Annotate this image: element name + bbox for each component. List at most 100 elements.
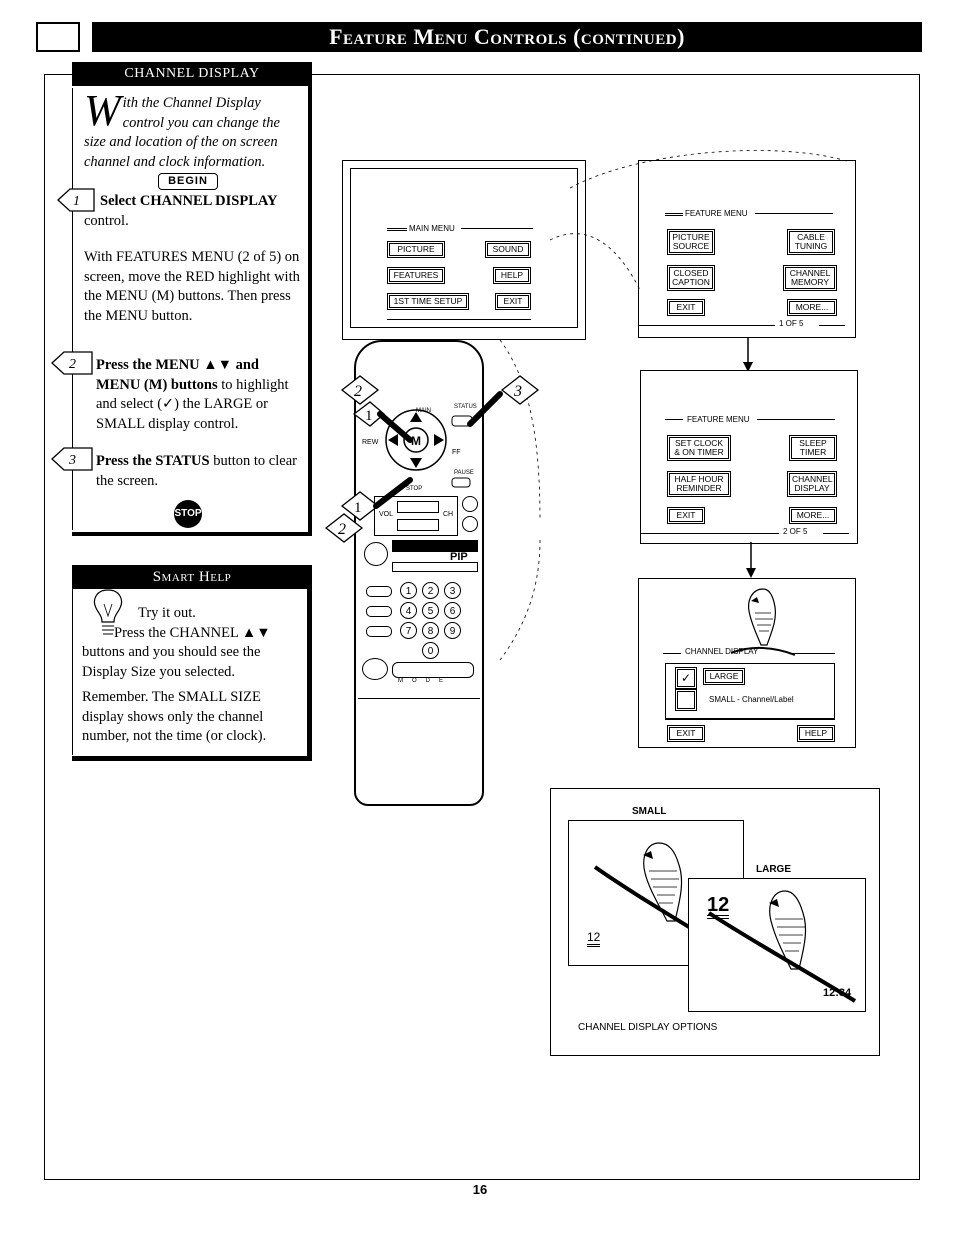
remote-number-9[interactable]: 9 xyxy=(444,622,461,639)
callout-3: 3 xyxy=(500,375,540,405)
menu-item-exit[interactable]: EXIT xyxy=(495,293,531,310)
svg-text:1: 1 xyxy=(354,500,362,516)
connector-lines xyxy=(499,150,851,661)
step-2-arrow-icon: 2 xyxy=(51,351,93,375)
fm1-more[interactable]: MORE... xyxy=(787,299,837,316)
channel-display-panel xyxy=(72,62,312,536)
ch-down-button[interactable] xyxy=(462,516,478,532)
fm2-half-hour-reminder[interactable]: HALF HOUR REMINDER xyxy=(667,471,731,497)
large-time: 12:34 xyxy=(823,987,852,999)
remote-number-8[interactable]: 8 xyxy=(422,622,439,639)
fm2-set-clock[interactable]: SET CLOCK & ON TIMER xyxy=(667,435,731,461)
sleep-button[interactable] xyxy=(366,626,392,637)
large-channel-number: 12 xyxy=(707,895,730,919)
page-title: Feature Menu Controls (continued) xyxy=(92,22,922,52)
arrow-down-icon xyxy=(743,338,753,372)
tv-screen-channel-display-menu: CHANNEL DISPLAY ✓ LARGE SMALL - Channel/… xyxy=(638,578,856,748)
fm1-closed-caption[interactable]: CLOSED CAPTION xyxy=(667,265,715,291)
remote-number-4[interactable]: 4 xyxy=(400,602,417,619)
smart-help-title: Smart Help xyxy=(72,565,312,589)
remote-number-0[interactable]: 0 xyxy=(422,642,439,659)
svg-text:2: 2 xyxy=(354,383,362,400)
page-frame xyxy=(44,74,920,1180)
small-checkbox[interactable] xyxy=(675,689,697,711)
step-3-arrow-icon: 3 xyxy=(51,447,93,471)
remote-number-6[interactable]: 6 xyxy=(444,602,461,619)
cdm-exit[interactable]: EXIT xyxy=(667,725,705,742)
step-1: 1 Select CHANNEL DISPLAY control. xyxy=(57,188,302,231)
tv-screen-main-menu: MAIN MENU PICTURE SOUND FEATURES HELP 1S… xyxy=(350,168,578,328)
step-1-number: 1 xyxy=(73,194,80,209)
step-2-bold: Press the MENU ▲▼ and MENU (M) buttons xyxy=(96,357,259,393)
onoff-button[interactable] xyxy=(397,519,439,531)
menu-item-help[interactable]: HELP xyxy=(493,267,531,284)
arrow-down-icon-2 xyxy=(746,542,756,578)
remote-number-3[interactable]: 3 xyxy=(444,582,461,599)
tvvcr-button[interactable] xyxy=(366,606,392,617)
lightbulb-icon xyxy=(93,589,123,635)
pause-label: PAUSE xyxy=(454,470,474,476)
fm2-sleep-timer[interactable]: SLEEP TIMER xyxy=(789,435,837,461)
pip-bar xyxy=(392,540,478,552)
menu-item-picture[interactable]: PICTURE xyxy=(387,241,445,258)
vol-ch-block: VOL CH xyxy=(374,496,458,536)
small-option[interactable]: SMALL - Channel/Label xyxy=(709,695,794,704)
begin-badge: BEGIN xyxy=(158,173,218,190)
status-label: STATUS xyxy=(454,404,477,410)
channel-display-menu-title: CHANNEL DISPLAY xyxy=(685,647,759,656)
display-button[interactable] xyxy=(364,542,388,566)
remote-number-7[interactable]: 7 xyxy=(400,622,417,639)
menu-item-sound[interactable]: SOUND xyxy=(485,241,531,258)
remote-number-1[interactable]: 1 xyxy=(400,582,417,599)
fm2-channel-display[interactable]: CHANNEL DISPLAY xyxy=(787,471,837,497)
callout-1-bottom: 1 xyxy=(340,491,380,521)
remote-dpad: M REW FF MAIN STATUS PAUSE STOP xyxy=(362,404,477,492)
page-number: 16 xyxy=(472,1182,488,1197)
rew-label: REW xyxy=(362,439,379,446)
power-button[interactable] xyxy=(362,658,388,680)
remote-callouts: 2 1 3 1 2 xyxy=(324,375,540,543)
step-1-arrow-icon: 1 xyxy=(57,188,95,212)
smart-help-line-2: Press the CHANNEL ▲▼ buttons and you sho… xyxy=(82,624,271,680)
remote-number-5[interactable]: 5 xyxy=(422,602,439,619)
cdm-help[interactable]: HELP xyxy=(797,725,835,742)
step-1-rest: control. xyxy=(84,212,129,229)
fm1-cable-tuning[interactable]: CABLE TUNING xyxy=(787,229,835,255)
stop-icon: STOP xyxy=(174,500,202,528)
fm2-exit[interactable]: EXIT xyxy=(667,507,705,524)
mode-buttons[interactable] xyxy=(392,662,474,678)
svg-text:2: 2 xyxy=(338,521,346,538)
fm1-picture-source[interactable]: PICTURE SOURCE xyxy=(667,229,715,255)
timer-button[interactable] xyxy=(366,586,392,597)
info-button[interactable] xyxy=(397,501,439,513)
fm1-exit[interactable]: EXIT xyxy=(667,299,705,316)
remote-number-2[interactable]: 2 xyxy=(422,582,439,599)
tv-screen-feature-menu-2: FEATURE MENU SET CLOCK & ON TIMER SLEEP … xyxy=(640,370,858,544)
stop-label: STOP xyxy=(406,486,422,492)
fm1-channel-memory[interactable]: CHANNEL MEMORY xyxy=(783,265,837,291)
remote-divider xyxy=(358,698,480,699)
main-menu-title: MAIN MENU xyxy=(409,224,455,233)
intro-body: ith the Channel Display control you can … xyxy=(84,95,280,170)
menu-item-features[interactable]: FEATURES xyxy=(387,267,445,284)
smart-help-text: Try it out. Press the CHANNEL ▲▼ buttons… xyxy=(82,604,302,747)
feature-menu-1-title: FEATURE MENU xyxy=(685,209,748,218)
menu-item-first-time-setup[interactable]: 1ST TIME SETUP xyxy=(387,293,469,310)
large-checkbox[interactable]: ✓ xyxy=(675,667,697,689)
fm2-page: 2 OF 5 xyxy=(783,527,808,536)
smart-help-left-rule xyxy=(72,589,73,755)
tv-screen-feature-menu-1: FEATURE MENU PICTURE SOURCE CABLE TUNING… xyxy=(638,160,856,338)
smart-help-line-1: Try it out. xyxy=(138,605,196,621)
large-option[interactable]: LARGE xyxy=(703,668,745,685)
pip-controls[interactable] xyxy=(392,562,478,572)
svg-text:2: 2 xyxy=(69,357,76,372)
mode-label: MODE xyxy=(398,678,452,684)
channel-display-title: CHANNEL DISPLAY xyxy=(72,62,312,86)
fm2-more[interactable]: MORE... xyxy=(789,507,837,524)
smart-help-panel xyxy=(72,565,312,761)
ch-up-button[interactable] xyxy=(462,496,478,512)
drop-cap: W xyxy=(84,86,121,135)
large-heading: LARGE xyxy=(756,864,791,875)
svg-text:3: 3 xyxy=(68,453,76,468)
